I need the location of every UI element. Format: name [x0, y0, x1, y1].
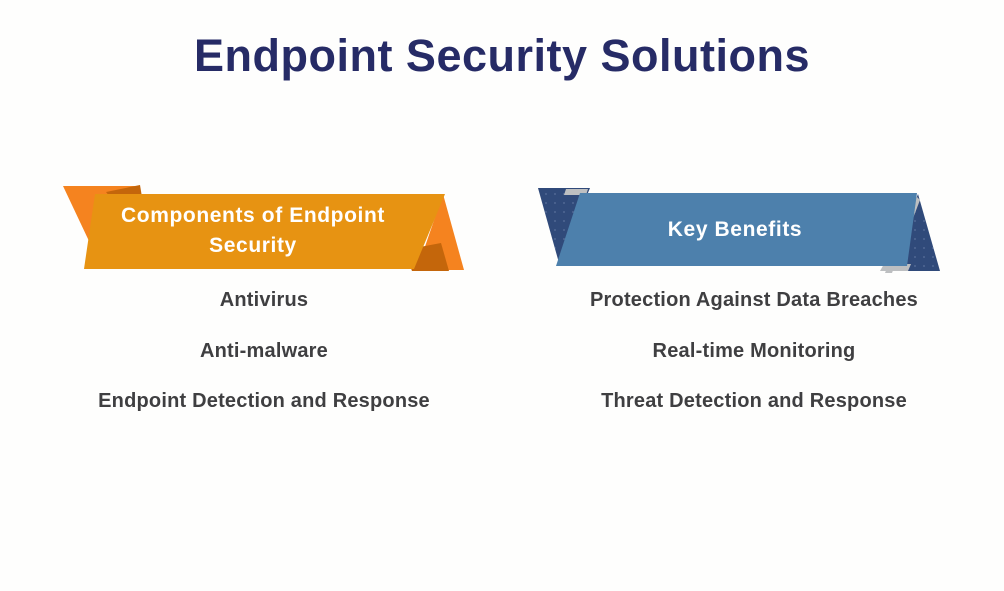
key-benefits-banner-label: Key Benefits: [667, 217, 803, 241]
list-item-real-time-monitoring: Real-time Monitoring: [652, 340, 856, 362]
list-item-threat-detection: Threat Detection and Response: [601, 390, 907, 412]
components-banner-label: Components of Endpoint Security: [121, 204, 385, 257]
list-item-anti-malware: Anti-malware: [200, 340, 328, 362]
list-item-antivirus: Antivirus: [219, 289, 309, 311]
components-banner: Components of Endpoint Security: [60, 183, 470, 278]
page-title: Endpoint Security Solutions: [193, 30, 810, 81]
orange-ribbon-shape: [63, 185, 464, 271]
key-benefits-banner: Key Benefits: [535, 183, 945, 278]
list-item-endpoint-detection: Endpoint Detection and Response: [98, 390, 430, 412]
list-item-data-breaches: Protection Against Data Breaches: [590, 289, 918, 311]
blue-ribbon-shape: [538, 188, 940, 273]
